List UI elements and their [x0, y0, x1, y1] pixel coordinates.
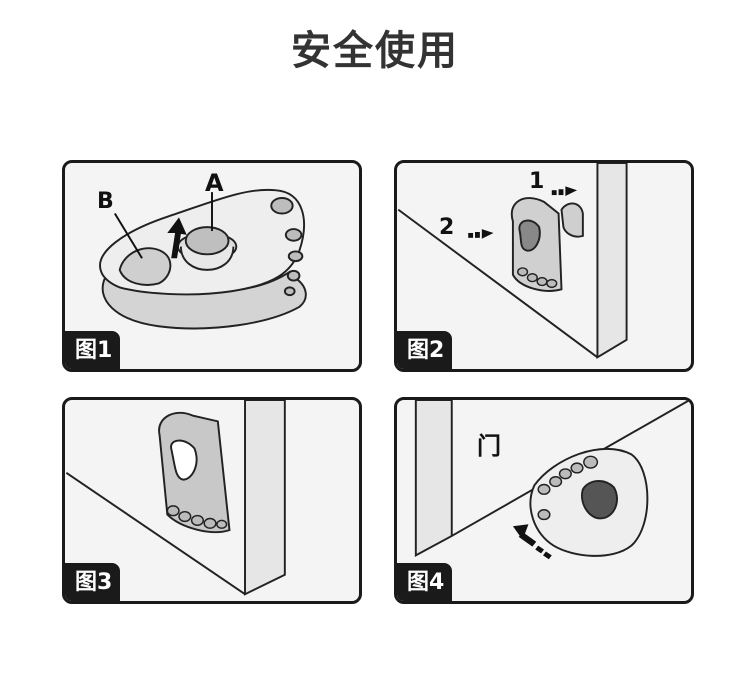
- diagram-panel-2: 1 2 图2: [394, 160, 694, 372]
- step-2-label: 2: [439, 215, 455, 240]
- diagram-panel-1: A B 图1: [62, 160, 362, 372]
- page-title: 安全使用: [291, 28, 459, 74]
- mounted-stopper-illustration: [65, 400, 286, 596]
- attach-step-illustration: [397, 163, 628, 360]
- panel-tag: 图4: [397, 563, 453, 601]
- panel-tag: 图2: [397, 331, 453, 369]
- label-b: B: [97, 189, 114, 214]
- door-stopping-illustration: [414, 400, 691, 560]
- label-a: A: [205, 169, 224, 197]
- door-label: 门: [477, 432, 501, 460]
- step-1-label: 1: [529, 169, 545, 194]
- foot-stopper-illustration: [99, 188, 307, 330]
- panel-tag: 图1: [65, 331, 121, 369]
- diagram-panel-3: 图3: [62, 397, 362, 604]
- diagram-panel-4: 门 图4: [394, 397, 694, 604]
- panel-tag: 图3: [65, 563, 121, 601]
